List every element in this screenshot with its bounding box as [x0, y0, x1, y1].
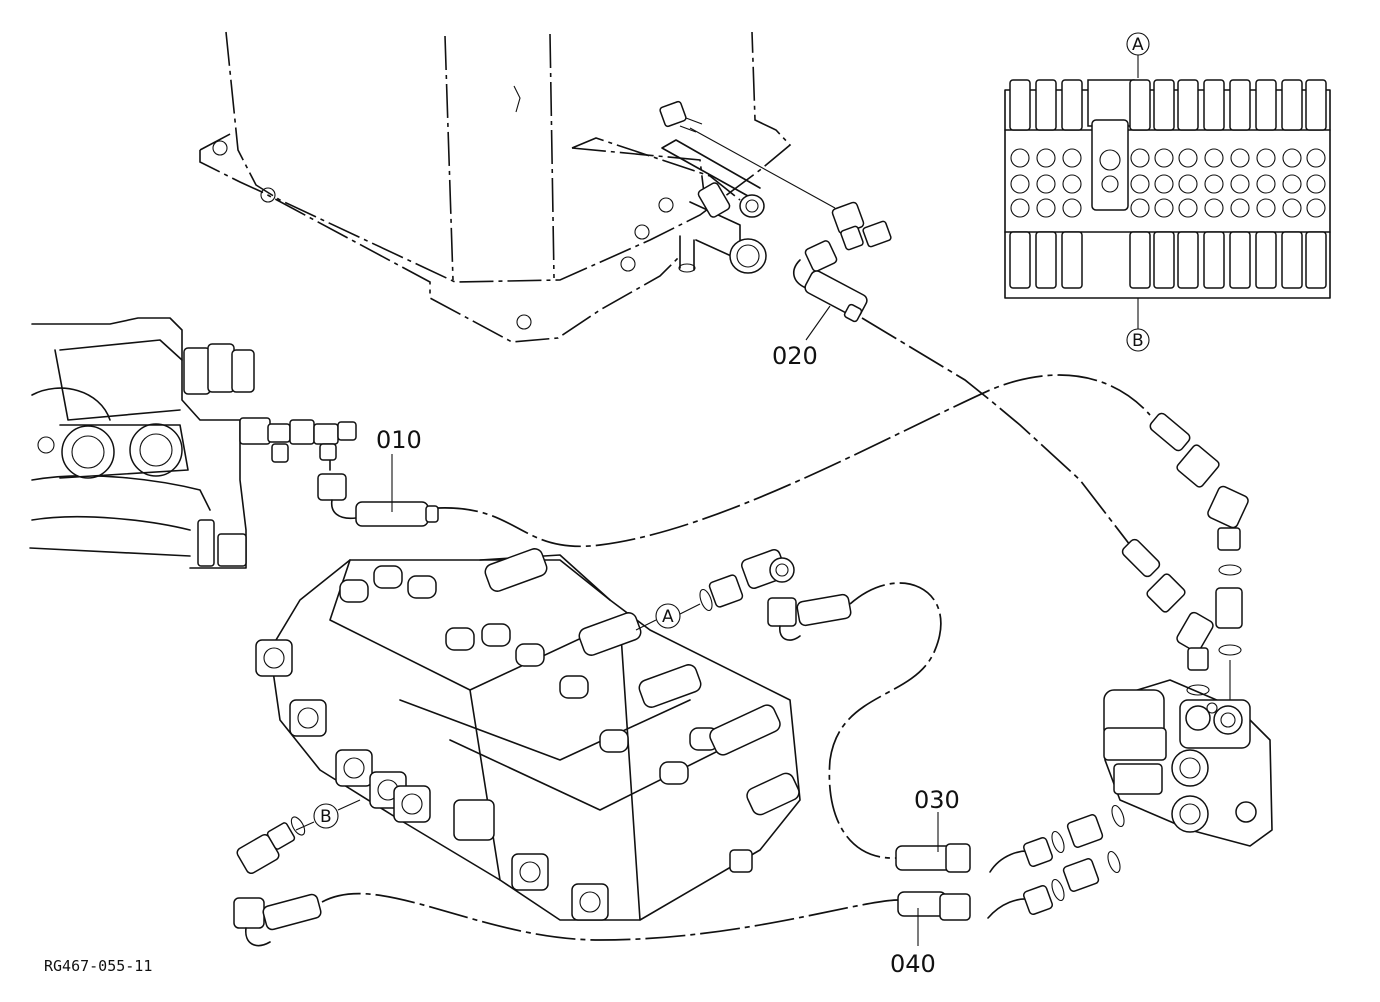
valve-section — [1229, 79, 1251, 289]
marker-a-top: A — [1126, 32, 1150, 78]
valve-section — [1061, 79, 1083, 289]
control-valve-detail — [1004, 79, 1331, 299]
valve-section — [1177, 79, 1199, 289]
hydraulic-tank — [199, 31, 792, 343]
valve-section — [1035, 79, 1057, 289]
valve-section — [1281, 79, 1303, 289]
right-valve-block — [1103, 679, 1273, 847]
valve-section — [1305, 79, 1327, 289]
marker-b-top: B — [1126, 298, 1150, 352]
marker-b-main-text: B — [320, 807, 332, 827]
part-label-040: 040 — [890, 950, 936, 978]
part-label-020: 020 — [772, 342, 818, 370]
valve-section — [1009, 79, 1031, 289]
hose-040 — [233, 816, 1121, 947]
main-control-valve — [255, 548, 801, 921]
port-a-fittings — [699, 549, 795, 612]
valve-section — [1203, 79, 1225, 289]
pump-assembly — [29, 317, 357, 569]
valve-section — [1153, 79, 1175, 289]
part-label-030: 030 — [914, 786, 960, 814]
marker-a-main: A — [635, 603, 701, 631]
marker-a-main-text: A — [662, 607, 674, 627]
hose-010 — [317, 374, 1249, 700]
marker-b-main: B — [295, 799, 361, 831]
hose-020 — [793, 259, 1214, 696]
marker-b-top-text: B — [1132, 331, 1144, 351]
marker-a-top-text: A — [1132, 35, 1144, 55]
tank-fittings — [659, 100, 892, 272]
part-label-010: 010 — [376, 426, 422, 454]
valve-section — [1255, 79, 1277, 289]
leader-020 — [805, 305, 831, 341]
valve-section — [1129, 79, 1151, 289]
drawing-code: RG467-055-11 — [44, 957, 152, 975]
hose-030 — [767, 582, 1125, 873]
